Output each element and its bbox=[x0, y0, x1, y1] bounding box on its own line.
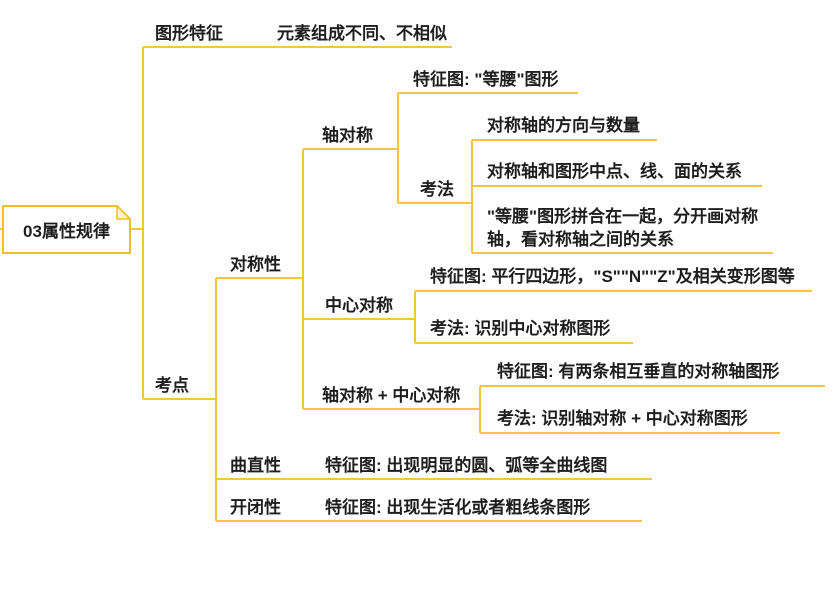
node-central-method[interactable]: 考法: 识别中心对称图形 bbox=[430, 319, 611, 338]
node-axial-symmetry[interactable]: 轴对称 bbox=[322, 126, 373, 145]
node-axial-methods[interactable]: 考法 bbox=[420, 180, 454, 199]
node-method-combined-axes[interactable]: "等腰"图形拼合在一起，分开画对称轴，看对称轴之间的关系 bbox=[487, 207, 759, 249]
connectors bbox=[0, 46, 825, 522]
node-test-points[interactable]: 考点 bbox=[155, 376, 189, 395]
node-method-direction-count[interactable]: 对称轴的方向与数量 bbox=[487, 116, 640, 135]
node-axial-plus-central-feature[interactable]: 特征图: 有两条相互垂直的对称轴图形 bbox=[497, 362, 780, 381]
node-method-midpoint-relation[interactable]: 对称轴和图形中点、线、面的关系 bbox=[487, 162, 742, 181]
node-root[interactable]: 03属性规律 bbox=[23, 222, 110, 241]
node-central-symmetry[interactable]: 中心对称 bbox=[325, 296, 393, 315]
node-symmetry[interactable]: 对称性 bbox=[230, 255, 281, 274]
node-element-composition[interactable]: 元素组成不同、不相似 bbox=[277, 24, 447, 43]
node-axial-plus-central-method[interactable]: 考法: 识别轴对称 + 中心对称图形 bbox=[497, 409, 748, 428]
node-central-feature[interactable]: 特征图: 平行四边形，"S""N""Z"及相关变形图等 bbox=[430, 267, 795, 286]
node-curvature-feature[interactable]: 特征图: 出现明显的圆、弧等全曲线图 bbox=[325, 456, 608, 475]
root-fold-corner-icon bbox=[116, 204, 132, 220]
node-openness-feature[interactable]: 特征图: 出现生活化或者粗线条图形 bbox=[325, 498, 591, 517]
node-curvature[interactable]: 曲直性 bbox=[230, 456, 281, 475]
node-graphic-features[interactable]: 图形特征 bbox=[155, 24, 223, 43]
node-axial-feature[interactable]: 特征图: "等腰"图形 bbox=[413, 70, 559, 89]
node-axial-plus-central[interactable]: 轴对称 + 中心对称 bbox=[322, 386, 461, 405]
node-openness[interactable]: 开闭性 bbox=[230, 498, 281, 517]
